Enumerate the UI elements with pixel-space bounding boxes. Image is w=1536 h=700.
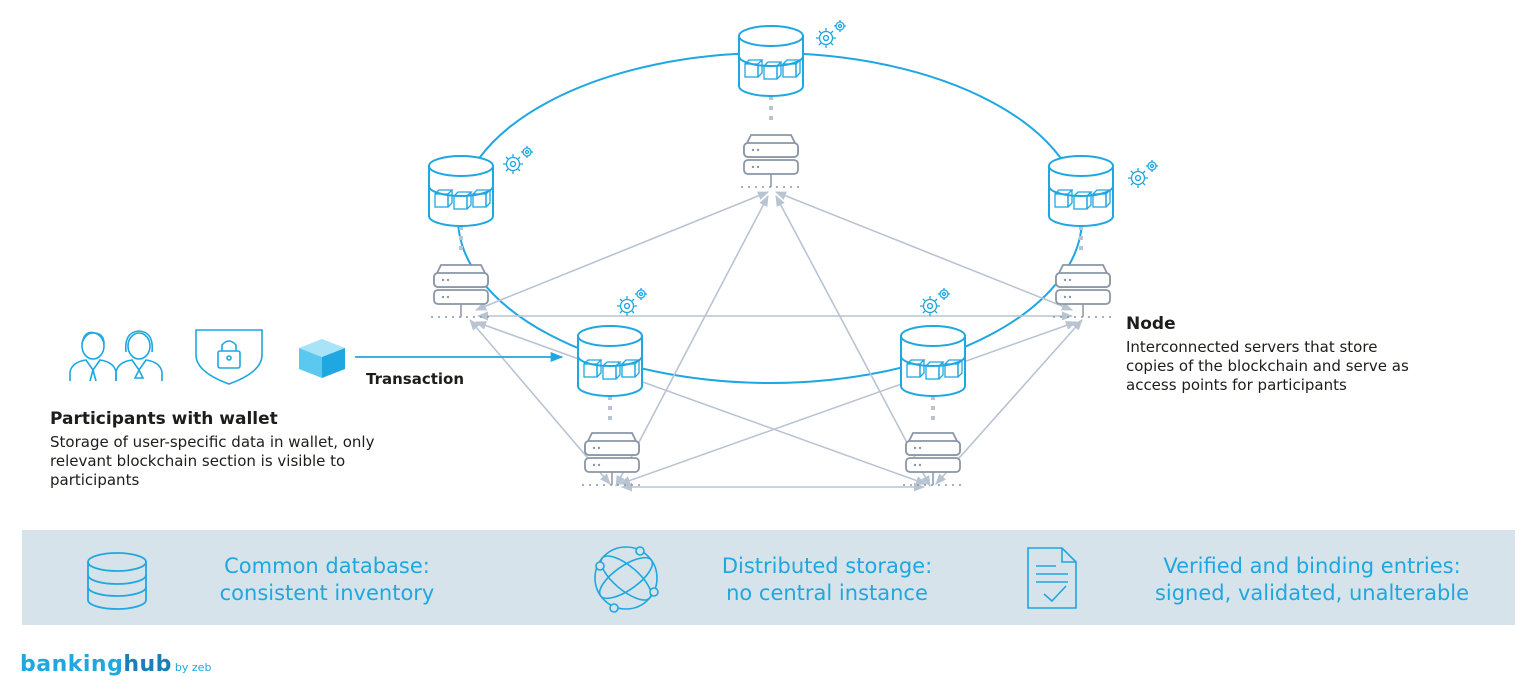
- node-title: Node: [1126, 314, 1176, 334]
- node-links: [459, 96, 1083, 420]
- server-bottom-left: [581, 432, 643, 486]
- features-banner: Common database: consistent inventory Di…: [22, 530, 1515, 625]
- gear-icon: [616, 287, 648, 317]
- person-icon: [115, 330, 163, 381]
- participants-description: Storage of user-specific data in wallet,…: [50, 433, 375, 489]
- gear-icon: [1127, 159, 1159, 189]
- feature-line1: Verified and binding entries:: [1163, 554, 1461, 578]
- node-connections: [469, 191, 1083, 492]
- participants-title: Participants with wallet: [50, 409, 278, 429]
- gear-icon: [919, 287, 951, 317]
- verified-document-icon: [1027, 547, 1077, 609]
- globe-network-icon: [594, 546, 659, 613]
- person-icon: [69, 331, 117, 382]
- transaction-label: Transaction: [366, 370, 465, 388]
- transaction-block-icon: [299, 339, 345, 378]
- logo-part-banking: banking: [20, 652, 124, 677]
- feature-common-database: Common database: consistent inventory: [187, 553, 467, 607]
- gear-icon: [502, 145, 534, 175]
- database-icon: [87, 552, 147, 610]
- database-bottom-left: [577, 325, 643, 397]
- wallet-shield-icon: [195, 329, 263, 385]
- server-bottom-right: [902, 432, 964, 486]
- feature-line1: Common database:: [224, 554, 430, 578]
- blockchain-ring: [457, 52, 1083, 384]
- feature-verified-entries: Verified and binding entries: signed, va…: [1112, 553, 1512, 607]
- feature-line1: Distributed storage:: [721, 554, 933, 578]
- feature-distributed-storage: Distributed storage: no central instance: [677, 553, 977, 607]
- database-bottom-right: [900, 325, 966, 397]
- database-top: [738, 25, 804, 97]
- database-right: [1048, 155, 1114, 227]
- server-left: [430, 264, 492, 318]
- feature-line2: no central instance: [726, 581, 928, 605]
- logo-part-hub: hub: [123, 652, 172, 677]
- logo-part-byzeb: by zeb: [174, 661, 212, 674]
- gear-icon: [815, 19, 847, 49]
- feature-line2: signed, validated, unalterable: [1154, 581, 1470, 605]
- feature-line2: consistent inventory: [219, 581, 435, 605]
- server-top: [740, 134, 802, 188]
- node-description: Interconnected servers that store copies…: [1126, 338, 1409, 394]
- server-right: [1052, 264, 1114, 318]
- database-left: [428, 155, 494, 227]
